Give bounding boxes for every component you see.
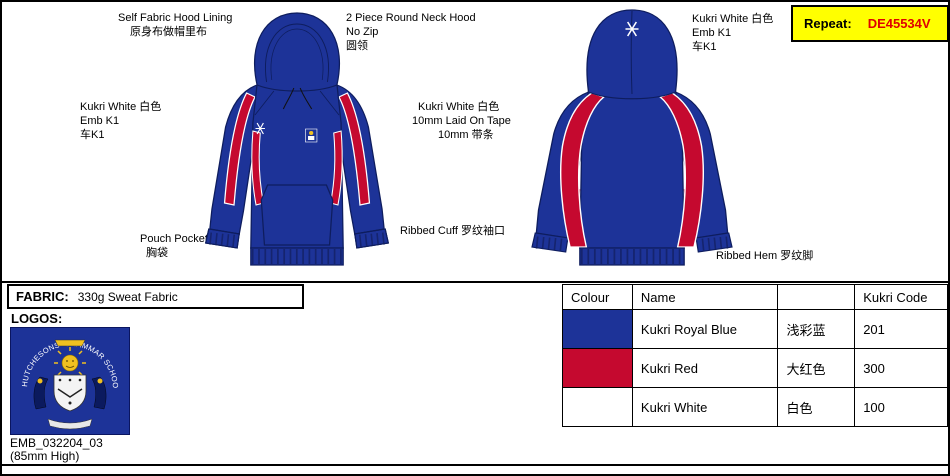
color-table-header-row: Colour Name Kukri Code: [562, 284, 948, 310]
annotation-hem: Ribbed Hem 罗纹脚: [716, 249, 813, 263]
chest-crest-icon: [305, 128, 318, 143]
raglan-seams: [254, 90, 340, 116]
annotation-line: Pouch Pocket: [140, 233, 208, 245]
front-ribbed-hem: [250, 247, 344, 266]
annotation-emb-left-chest: Kukri White 白色 Emb K1 车K1: [80, 100, 161, 142]
annotation-line: No Zip: [346, 26, 379, 38]
logo-code: EMB_032204_03: [10, 436, 103, 450]
color-name: Kukri White: [631, 387, 779, 427]
swatch-royal-blue: [562, 309, 633, 349]
col-header-zh: [777, 284, 856, 310]
color-name-zh: 浅彩蓝: [777, 309, 856, 349]
annotation-line: Self Fabric Hood Lining: [118, 12, 233, 24]
front-red-panels: [223, 92, 371, 206]
fabric-label: FABRIC:: [16, 289, 69, 304]
col-header-colour: Colour: [562, 284, 633, 310]
footer-divider: [2, 464, 948, 466]
color-table: Colour Name Kukri Code Kukri Royal Blue …: [562, 284, 948, 427]
table-row: Kukri Royal Blue 浅彩蓝 201: [562, 309, 948, 349]
hood-drawstrings: [282, 87, 313, 110]
annotation-line: 2 Piece Round Neck Hood: [346, 12, 476, 24]
swatch-red: [562, 348, 633, 388]
pouch-pocket: [260, 184, 334, 246]
annotation-line-zh: 胸袋: [146, 247, 168, 259]
annotation-line-zh: 圆领: [346, 40, 368, 52]
back-ribbed-hem: [579, 247, 685, 266]
kukri-code: 100: [854, 387, 948, 427]
annotation-tape: Kukri White 白色 10mm Laid On Tape 10mm 带条: [412, 100, 511, 142]
swatch-white: [562, 387, 633, 427]
annotation-line: Emb K1: [80, 115, 120, 127]
table-row: Kukri White 白色 100: [562, 387, 948, 427]
repeat-box: Repeat: DE45534V: [791, 5, 948, 42]
crest-ribbon: [54, 339, 86, 347]
annotation-pocket: Pouch Pocket 胸袋: [140, 232, 208, 260]
annotation-hood-type: 2 Piece Round Neck Hood No Zip 圆领: [346, 11, 476, 53]
color-name-zh: 大红色: [777, 348, 856, 388]
logo-size-note: (85mm High): [10, 449, 80, 463]
back-hood: [586, 9, 678, 100]
kukri-code: 300: [854, 348, 948, 388]
front-ribbed-cuffs: [204, 228, 390, 249]
annotation-line: Ribbed Cuff 罗纹袖口: [400, 225, 505, 237]
annotation-line: Kukri White 白色: [418, 101, 500, 113]
annotation-line: Ribbed Hem 罗纹脚: [716, 250, 814, 262]
back-ribbed-cuffs: [531, 232, 733, 253]
hoodie-back-drawing: [531, 9, 733, 266]
front-hood: [253, 12, 341, 92]
crest-scroll: [47, 418, 93, 430]
annotation-line-zh: 车K1: [80, 129, 105, 141]
logos-label: LOGOS:: [11, 311, 63, 326]
fabric-box: FABRIC: 330g Sweat Fabric: [7, 284, 304, 309]
col-header-kukri-code: Kukri Code: [854, 284, 948, 310]
annotation-line: Kukri White 白色: [80, 101, 162, 113]
repeat-code: DE45534V: [867, 16, 931, 31]
annotation-emb-back-neck: Kukri White 白色 Emb K1 车K1: [692, 12, 773, 54]
fabric-value: 330g Sweat Fabric: [77, 289, 178, 304]
annotation-hood-lining: Self Fabric Hood Lining 原身布做帽里布: [118, 11, 232, 39]
annotation-line: 10mm Laid On Tape: [412, 115, 511, 127]
table-row: Kukri Red 大红色 300: [562, 348, 948, 388]
kukri-logo-icon: [255, 122, 265, 135]
back-red-panels: [560, 92, 704, 248]
hoodie-front-drawing: [204, 12, 390, 266]
color-name: Kukri Red: [631, 348, 779, 388]
annotation-line-zh: 原身布做帽里布: [130, 26, 207, 38]
col-header-name: Name: [631, 284, 779, 310]
repeat-label: Repeat:: [804, 16, 852, 31]
kukri-code: 201: [854, 309, 948, 349]
school-crest-logo: HUTCHESONS' GRAMMAR SCHOOL: [10, 327, 130, 435]
annotation-line: Kukri White 白色: [692, 13, 774, 25]
annotation-line: Emb K1: [692, 27, 732, 39]
annotation-line-zh: 10mm 带条: [438, 129, 494, 141]
section-divider: [2, 281, 948, 283]
crest-shield: [53, 374, 87, 412]
annotation-cuff: Ribbed Cuff 罗纹袖口: [400, 224, 505, 238]
annotation-line-zh: 车K1: [692, 41, 717, 53]
color-name-zh: 白色: [777, 387, 856, 427]
crest-supporters: [33, 376, 107, 410]
kukri-logo-icon: [625, 21, 639, 37]
back-body: [579, 90, 685, 249]
front-side-red: [251, 130, 343, 206]
color-name: Kukri Royal Blue: [631, 309, 779, 349]
